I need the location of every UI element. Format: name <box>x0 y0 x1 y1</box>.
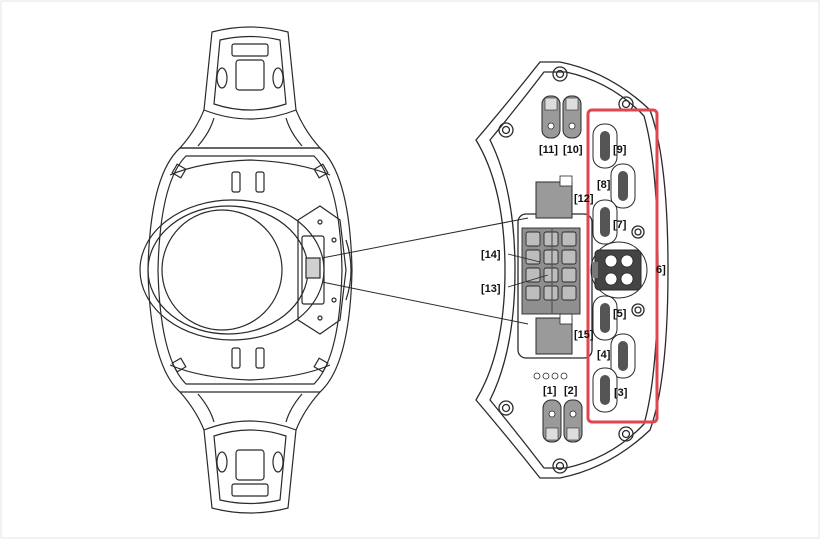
power-connector-6 <box>590 241 648 299</box>
label-15: [15] <box>574 329 594 341</box>
label-1: [1] <box>543 385 557 397</box>
port-panel <box>475 61 669 479</box>
label-10: [10] <box>563 144 583 156</box>
side-panel <box>297 205 347 335</box>
connector-15 <box>535 313 573 355</box>
label-2: [2] <box>564 385 578 397</box>
usb-c-port-7 <box>592 199 618 245</box>
usb-c-port-5 <box>592 295 618 341</box>
label-8: [8] <box>597 179 611 191</box>
leader-lines <box>507 253 549 288</box>
usb-c-port-8 <box>610 163 636 209</box>
top-wheel <box>203 26 297 120</box>
label-5: [5] <box>613 308 627 320</box>
connector-12 <box>535 175 573 219</box>
usb-c-port-4 <box>610 333 636 379</box>
lower-arm <box>179 391 321 431</box>
main-shell <box>147 147 353 393</box>
label-7: [7] <box>613 219 627 231</box>
highlight-box <box>586 108 659 424</box>
switch-2 <box>563 399 583 443</box>
callout-lines <box>321 217 529 325</box>
label-11: [11] <box>539 144 558 156</box>
bottom-wheel <box>203 420 297 514</box>
led-indicators <box>533 372 568 380</box>
label-6: 6] <box>656 264 666 276</box>
label-12: [12] <box>574 193 594 205</box>
switch-10 <box>562 95 582 139</box>
label-13: [13] <box>481 283 501 295</box>
label-3: [3] <box>614 387 628 399</box>
switch-1 <box>542 399 562 443</box>
label-9: [9] <box>613 144 627 156</box>
usb-c-port-3 <box>592 367 618 413</box>
robot-body <box>139 26 353 514</box>
connector-block-13-14 <box>521 227 581 315</box>
switch-11 <box>541 95 561 139</box>
label-4: [4] <box>597 349 611 361</box>
panel-outline <box>475 61 669 479</box>
label-14: [14] <box>481 249 501 261</box>
usb-c-port-9 <box>592 123 618 169</box>
